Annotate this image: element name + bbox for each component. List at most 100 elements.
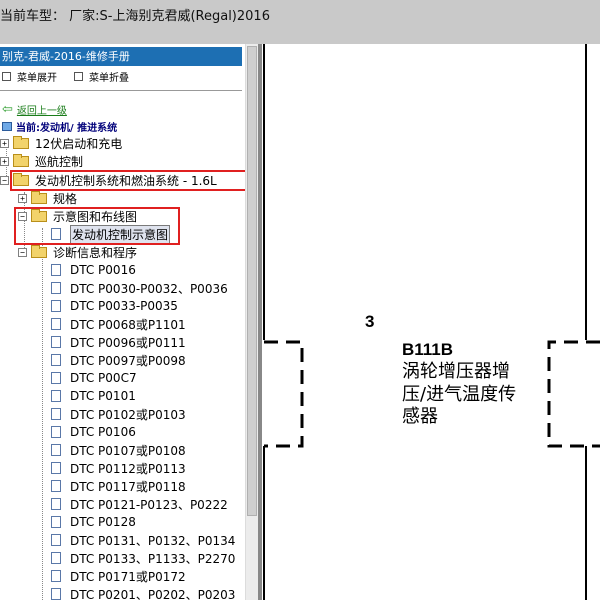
tree-item-label: DTC P0106 xyxy=(70,425,136,439)
scrollbar-thumb[interactable] xyxy=(247,46,257,516)
document-icon xyxy=(51,318,61,330)
tree-item-dtc[interactable]: DTC P0131、P0132、P0134 xyxy=(50,531,235,549)
document-icon xyxy=(51,480,61,492)
connector-outline xyxy=(264,340,304,448)
tree-guide xyxy=(24,192,25,254)
collapse-icon xyxy=(74,72,83,81)
tree-item-label: DTC P0201、P0202、P0203 xyxy=(70,587,236,600)
tree-item-label: 发动机控制系统和燃油系统 - 1.6L xyxy=(35,173,217,188)
tree-item-dtc[interactable]: DTC P0201、P0202、P0203 xyxy=(50,585,235,600)
document-icon xyxy=(51,516,61,528)
tree-item-label: DTC P0128 xyxy=(70,515,136,529)
pane-splitter[interactable] xyxy=(258,44,262,600)
tree-item-dtc[interactable]: DTC P0102或P0103 xyxy=(50,405,186,423)
tree-guide xyxy=(42,228,43,600)
component-name-line: 涡轮增压器增 xyxy=(402,361,510,382)
expand-all-label: 菜单展开 xyxy=(17,73,57,84)
current-path-label: 当前:发动机/ 推进系统 xyxy=(16,123,118,134)
expand-toggle-icon[interactable]: + xyxy=(0,156,9,166)
collapse-toggle-icon[interactable]: − xyxy=(0,175,9,185)
tree-item-label: DTC P0101 xyxy=(70,389,136,403)
expand-icon xyxy=(2,72,11,81)
tree-item-label: DTC P0107或P0108 xyxy=(70,443,186,458)
folder-icon xyxy=(13,135,29,149)
collapse-all-label: 菜单折叠 xyxy=(89,73,129,84)
tree-item-dtc[interactable]: DTC P0171或P0172 xyxy=(50,567,186,585)
tree-item-label: DTC P0102或P0103 xyxy=(70,407,186,422)
tree-item-dtc[interactable]: DTC P0121-P0123、P0222 xyxy=(50,495,228,513)
tree-item-label: DTC P00C7 xyxy=(70,371,137,385)
pin-number: 3 xyxy=(365,312,374,331)
tree-item-dtc[interactable]: DTC P0112或P0113 xyxy=(50,459,186,477)
back-link[interactable]: ⇦ 返回上一级 xyxy=(2,101,67,118)
tree-item-label: DTC P0068或P1101 xyxy=(70,317,186,332)
tree-item-label: DTC P0033-P0035 xyxy=(70,299,178,313)
tree-item-dtc[interactable]: DTC P0101 xyxy=(50,387,136,405)
tree-item-engine-control[interactable]: − 发动机控制系统和燃油系统 - 1.6L xyxy=(0,171,217,189)
component-name-line: 感器 xyxy=(402,406,438,427)
tree-item-dtc[interactable]: DTC P0128 xyxy=(50,513,136,531)
collapse-toggle-icon[interactable]: − xyxy=(18,247,27,257)
tree-item-dtc[interactable]: DTC P0133、P1133、P2270 xyxy=(50,549,235,567)
document-icon xyxy=(51,264,61,276)
tree-item-dtc[interactable]: DTC P0033-P0035 xyxy=(50,297,178,315)
tree-item-dtc[interactable]: DTC P00C7 xyxy=(50,369,137,387)
schematic-viewer: 3 B111B 涡轮增压器增 压/进气温度传 感器 xyxy=(262,44,600,600)
panel-header: 别克-君威-2016-维修手册 xyxy=(0,47,242,66)
tree-item-cruise-control[interactable]: + 巡航控制 xyxy=(0,152,83,170)
back-arrow-icon: ⇦ xyxy=(2,101,13,117)
tree-item-label: DTC P0112或P0113 xyxy=(70,461,186,476)
document-icon xyxy=(51,390,61,402)
tree-item-label: DTC P0030-P0032、P0036 xyxy=(70,281,228,296)
document-icon xyxy=(51,498,61,510)
folder-open-icon xyxy=(13,172,29,186)
tree-item-label: 示意图和布线图 xyxy=(53,209,138,224)
tree-item-diagnostics[interactable]: − 诊断信息和程序 xyxy=(18,243,137,261)
expand-all-button[interactable]: 菜单展开 xyxy=(2,69,57,84)
folder-open-icon xyxy=(31,244,47,258)
component-code: B111B xyxy=(402,340,453,359)
tree-item-dtc[interactable]: DTC P0106 xyxy=(50,423,136,441)
highlight-box xyxy=(10,170,255,191)
divider-line xyxy=(0,90,242,91)
collapse-toggle-icon[interactable]: − xyxy=(18,211,27,221)
document-icon xyxy=(51,372,61,384)
tree-item-dtc[interactable]: DTC P0097或P0098 xyxy=(50,351,186,369)
title-bar: 当前车型： 厂家:S-上海别克君威(Regal)2016 xyxy=(0,0,600,44)
document-icon xyxy=(51,444,61,456)
tree-item-label: 诊断信息和程序 xyxy=(53,245,138,260)
folder-icon xyxy=(31,190,47,204)
tree-item-label: DTC P0131、P0132、P0134 xyxy=(70,533,236,548)
computer-icon xyxy=(2,122,12,131)
tree-item-label: 巡航控制 xyxy=(35,154,84,169)
document-icon xyxy=(51,228,61,240)
collapse-all-button[interactable]: 菜单折叠 xyxy=(74,69,129,84)
tree-item-label: DTC P0097或P0098 xyxy=(70,353,186,368)
navigation-pane: 别克-君威-2016-维修手册 菜单展开 菜单折叠 ⇦ 返回上一级 当前:发动机… xyxy=(0,44,258,600)
document-icon xyxy=(51,552,61,564)
tree-item-dtc[interactable]: DTC P0096或P0111 xyxy=(50,333,186,351)
tree-item-label: DTC P0016 xyxy=(70,263,136,277)
tree-item-label: DTC P0171或P0172 xyxy=(70,569,186,584)
current-path: 当前:发动机/ 推进系统 xyxy=(2,119,117,134)
document-icon xyxy=(51,408,61,420)
expand-toggle-icon[interactable]: + xyxy=(0,138,9,148)
tree-item-specifications[interactable]: + 规格 xyxy=(18,189,77,207)
document-icon xyxy=(51,570,61,582)
tree-item-starting-charging[interactable]: + 12伏启动和充电 xyxy=(0,134,122,152)
tree-item-dtc[interactable]: DTC P0016 xyxy=(50,261,136,279)
tree-item-label: 12伏启动和充电 xyxy=(35,136,123,151)
tree-item-schematics[interactable]: − 示意图和布线图 xyxy=(18,207,137,225)
tree-item-dtc[interactable]: DTC P0030-P0032、P0036 xyxy=(50,279,228,297)
document-icon xyxy=(51,588,61,600)
tree-item-dtc[interactable]: DTC P0068或P1101 xyxy=(50,315,186,333)
folder-icon xyxy=(13,153,29,167)
highlight-box xyxy=(14,207,180,245)
document-icon xyxy=(51,282,61,294)
window-title: 当前车型： 厂家:S-上海别克君威(Regal)2016 xyxy=(0,9,270,24)
tree-item-dtc[interactable]: DTC P0117或P0118 xyxy=(50,477,186,495)
vertical-scrollbar[interactable] xyxy=(245,44,258,600)
back-link-label: 返回上一级 xyxy=(16,106,67,117)
tree-item-dtc[interactable]: DTC P0107或P0108 xyxy=(50,441,186,459)
expand-toggle-icon[interactable]: + xyxy=(18,193,27,203)
